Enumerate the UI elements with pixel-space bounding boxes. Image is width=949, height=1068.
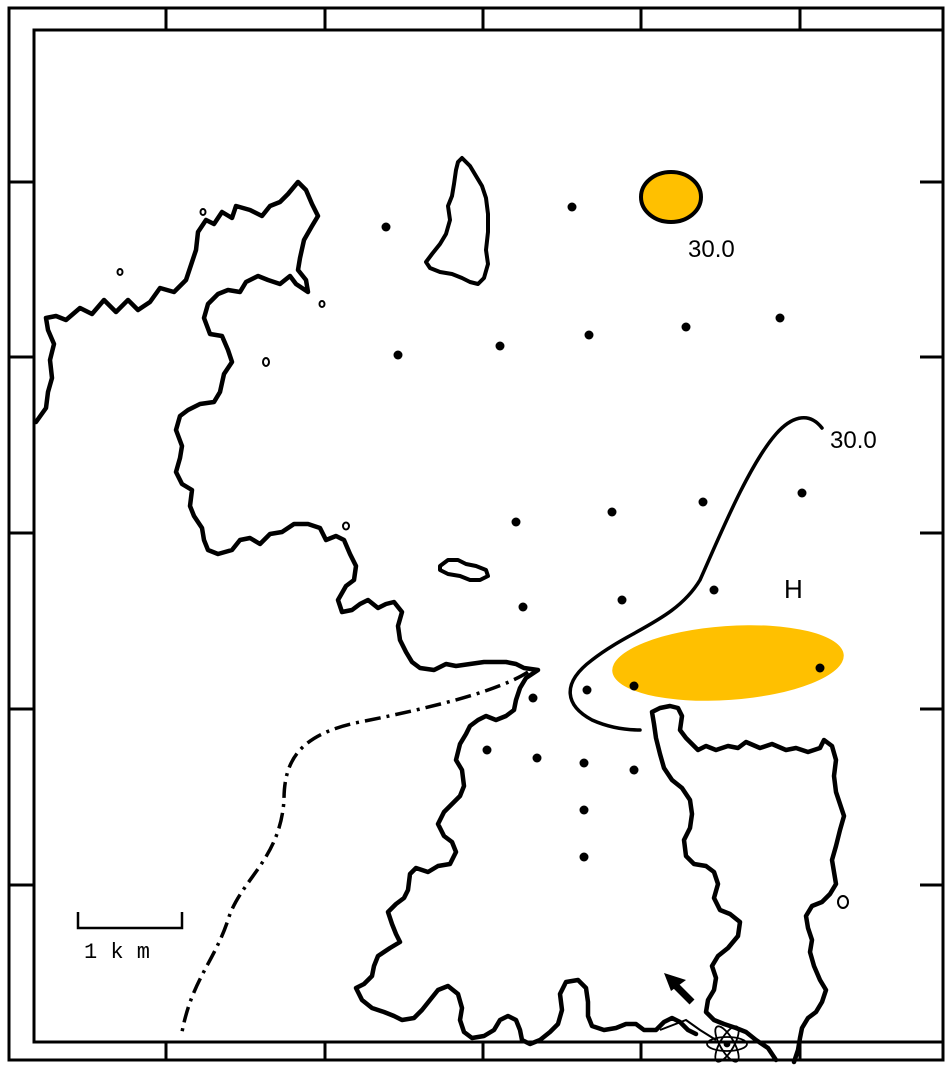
station-dot — [579, 758, 589, 768]
contour-label-top: 30.0 — [688, 236, 735, 263]
contour-line-30 — [568, 416, 824, 732]
station-dot — [567, 202, 577, 212]
station-dot — [528, 693, 538, 703]
station-dot — [775, 313, 785, 323]
station-dot — [532, 753, 542, 763]
island-north — [424, 156, 490, 286]
station-dot — [815, 663, 825, 673]
station-dot — [482, 745, 492, 755]
station-dot — [698, 497, 708, 507]
discharge-channel — [659, 1018, 717, 1041]
station-dot — [709, 585, 719, 595]
scale-label: 1 k m — [84, 940, 150, 965]
station-dot — [681, 322, 691, 332]
atom-icon — [706, 1025, 748, 1063]
map-frame — [7, 6, 945, 1062]
islets — [116, 208, 849, 909]
station-dot — [579, 805, 589, 815]
station-dot — [393, 350, 403, 360]
station-dot — [607, 507, 617, 517]
station-dot — [511, 517, 521, 527]
coastline-west — [33, 179, 699, 1047]
station-dot — [797, 488, 807, 498]
highlight-area-east — [612, 625, 844, 701]
station-dot — [381, 222, 391, 232]
island-central — [438, 558, 490, 582]
boundary-line — [180, 670, 529, 1033]
high-label: H — [784, 574, 803, 604]
contour-label-right: 30.0 — [830, 427, 877, 454]
station-dot — [495, 341, 505, 351]
station-dot — [579, 852, 589, 862]
station-dot — [629, 765, 639, 775]
station-dot — [584, 330, 594, 340]
survey-stations — [381, 202, 825, 862]
coastline-east — [649, 703, 847, 1065]
arrow-icon — [664, 973, 695, 1005]
station-dot — [582, 685, 592, 695]
station-dot — [617, 595, 627, 605]
station-dot — [518, 602, 528, 612]
highlight-area-north — [639, 170, 703, 224]
station-dot — [629, 681, 639, 691]
scale-bar: 1 k m — [76, 912, 184, 965]
